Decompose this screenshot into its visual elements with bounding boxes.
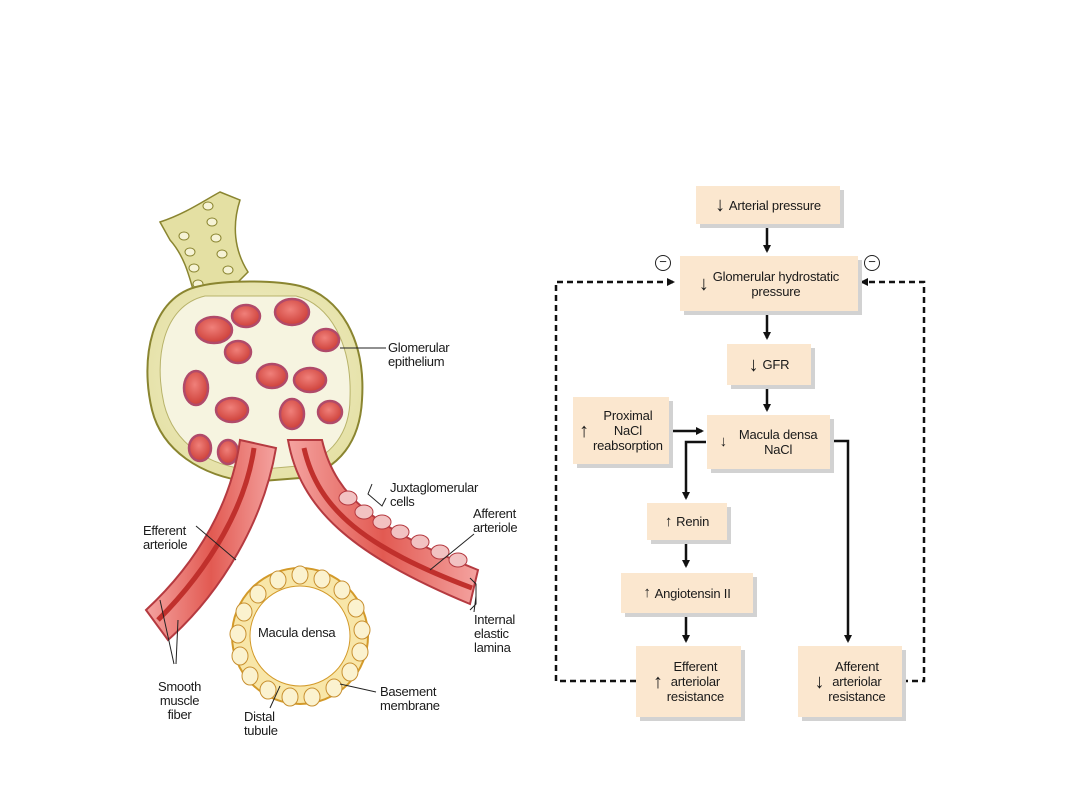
box-label: Efferent [673, 659, 718, 674]
box-renin: ↑ Renin [647, 503, 727, 540]
label-juxtaglomerular-cells: Juxtaglomerular cells [390, 480, 478, 509]
negative-feedback-icon: − [864, 255, 880, 271]
decrease-arrow-icon: ↓ [715, 194, 725, 216]
feedback-efferent-to-glomerular [554, 278, 675, 683]
box-label: Renin [676, 514, 710, 529]
box-label: arteriolar [670, 674, 721, 689]
box-proximal-nacl-reabsorption: ↑ Proximal NaCl reabsorption [573, 397, 669, 464]
decrease-arrow-icon: ↓ [719, 433, 728, 450]
box-macula-densa-nacl: ↓ Macula densa NaCl [707, 415, 830, 469]
box-label: Arterial pressure [728, 197, 821, 213]
label-basement-membrane: Basement membrane [380, 684, 440, 713]
juxtaglomerular-cell-group [338, 490, 468, 568]
box-label: reabsorption [592, 438, 663, 453]
box-arterial-pressure: ↓ Arterial pressure [696, 186, 840, 224]
label-macula-densa: Macula densa [258, 625, 336, 640]
negative-feedback-icon: − [655, 255, 671, 271]
feedback-afferent-to-glomerular [860, 278, 926, 683]
distal-tubule-cells [229, 565, 371, 707]
box-glomerular-hydrostatic-pressure: ↓ Glomerular hydrostatic pressure [680, 256, 858, 311]
label-efferent-arteriole: Efferent arteriole [143, 523, 188, 552]
box-label: Afferent [835, 659, 879, 674]
box-gfr: ↓ GFR [727, 344, 811, 385]
box-label: Angiotensin II [654, 585, 731, 601]
arrow-macula-to-renin [682, 440, 706, 500]
box-efferent-arteriolar-resistance: ↑ Efferent arteriolar resistance [636, 646, 741, 717]
box-label: Glomerular hydrostatic [712, 268, 840, 284]
afferent-arteriole [286, 439, 480, 606]
label-smooth-muscle-fiber: Smooth muscle fiber [158, 679, 202, 722]
tubule-neck-cells [178, 201, 234, 289]
increase-arrow-icon: ↑ [652, 670, 663, 693]
box-label: Macula densa [738, 427, 818, 442]
box-label: resistance [828, 689, 886, 704]
increase-arrow-icon: ↑ [643, 584, 651, 601]
box-label: pressure [751, 283, 801, 299]
box-label: resistance [666, 689, 725, 704]
box-label: NaCl [764, 442, 793, 457]
box-label: arteriolar [832, 674, 882, 689]
arrow-macula-to-afferent [830, 439, 852, 643]
glomerular-capillaries [182, 297, 344, 466]
box-angiotensin-ii: ↑ Angiotensin II [621, 573, 753, 613]
label-glomerular-epithelium: Glomerular epithelium [388, 340, 450, 369]
afferent-lumen [301, 447, 473, 591]
box-label: NaCl [613, 423, 642, 438]
label-internal-elastic-lamina: Internal elastic lamina [474, 612, 515, 655]
decrease-arrow-icon: ↓ [814, 670, 825, 693]
decrease-arrow-icon: ↓ [748, 353, 759, 376]
efferent-lumen [156, 447, 257, 622]
leader-lines [159, 347, 477, 709]
box-label: GFR [762, 357, 790, 372]
tubule-lumen [249, 585, 351, 687]
box-afferent-arteriolar-resistance: ↓ Afferent arteriolar resistance [798, 646, 902, 717]
increase-arrow-icon: ↑ [579, 419, 589, 442]
label-distal-tubule: Distal tubule [244, 709, 278, 738]
increase-arrow-icon: ↑ [664, 512, 673, 530]
label-afferent-arteriole: Afferent arteriole [473, 506, 518, 535]
decrease-arrow-icon: ↓ [698, 272, 709, 295]
box-label: Proximal [603, 408, 653, 423]
